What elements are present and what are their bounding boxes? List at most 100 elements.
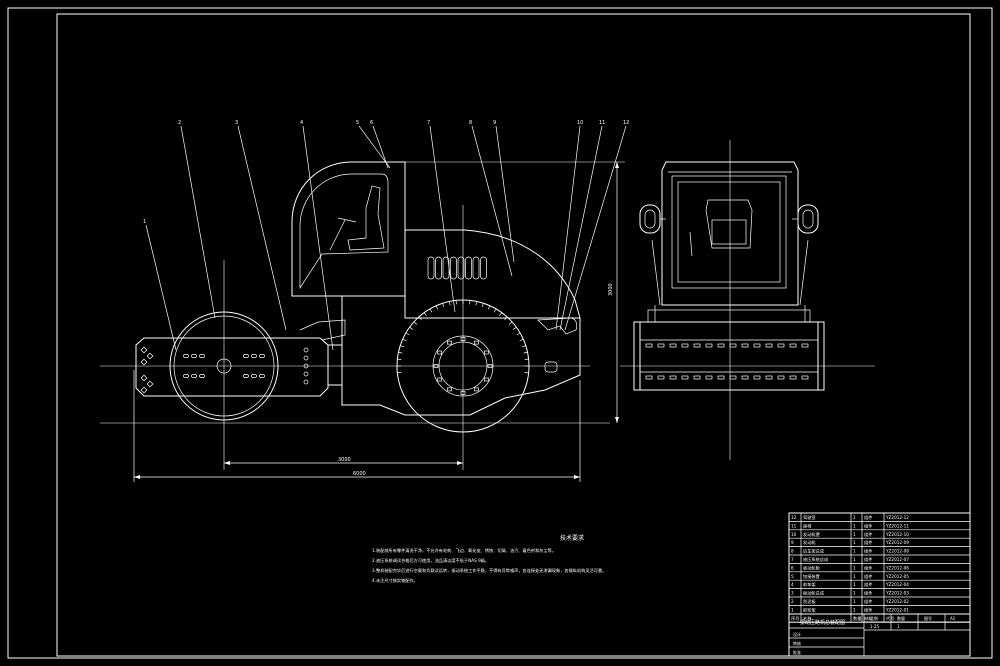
bom-cell: 前车架 <box>803 581 816 588</box>
tread-lug <box>400 345 405 348</box>
tread-lug <box>398 351 403 354</box>
front-frame-beam <box>299 319 346 341</box>
drum-pad <box>705 375 713 380</box>
tread-lug <box>512 326 517 330</box>
bom-cell: 组件 <box>864 539 872 546</box>
wheelbase-dim-text: 3000 <box>338 457 351 463</box>
bom-cell: 组件 <box>864 556 872 563</box>
bom-cell: 1 <box>853 515 856 520</box>
callout-number: 7 <box>427 120 430 126</box>
front-windshield <box>671 175 787 289</box>
leader-line <box>145 224 177 351</box>
rear-light <box>544 361 558 373</box>
seat <box>347 185 385 251</box>
bom-cell: 液压系统总成 <box>803 556 828 563</box>
bom-cell: 组件 <box>864 606 872 613</box>
tread-lug <box>481 303 484 308</box>
drum-pad <box>681 375 689 380</box>
bom-cell: YZ2012-10 <box>885 532 909 537</box>
tread-lug <box>405 332 410 336</box>
right-mirror-glass <box>802 209 814 229</box>
title-block-frame <box>788 613 971 657</box>
bom-cell: 1 <box>853 523 856 528</box>
note-4: 4.未注尺寸按实物配作。 <box>372 577 418 584</box>
dim-arrow <box>224 461 230 465</box>
bom-header-cell: 序号 <box>791 615 799 622</box>
callout-number: 3 <box>235 120 238 126</box>
tread-lug <box>487 305 491 310</box>
bom-cell: 组件 <box>864 598 872 605</box>
drum-pad <box>741 375 749 380</box>
front-drum-frame <box>647 309 811 323</box>
bom-cell: 后车架总成 <box>803 548 824 555</box>
bom-cell: 1 <box>853 532 856 537</box>
cab-window <box>299 173 389 290</box>
bom-cell: YZ2012-04 <box>885 582 909 587</box>
tread-lug <box>475 301 478 306</box>
left-mirror <box>639 204 666 234</box>
bolt-hole <box>191 374 197 378</box>
cab-shell <box>291 161 406 297</box>
approve-label: 批准 <box>793 649 801 655</box>
front-lever <box>689 231 693 257</box>
leader-line <box>302 125 334 351</box>
bolt-hole <box>303 347 309 353</box>
drum-pad <box>717 375 725 380</box>
right-mirror <box>792 204 819 234</box>
tread-lug <box>521 345 526 348</box>
drum-pad <box>741 343 749 348</box>
left-mirror-glass <box>644 209 656 229</box>
bolt-holes <box>140 346 309 394</box>
drum-pad <box>645 375 653 380</box>
callout-number: 4 <box>300 120 303 126</box>
louver-slot <box>472 256 480 280</box>
front-cab-frame <box>661 161 799 306</box>
tread-lug <box>493 308 497 313</box>
drum-pad <box>669 375 677 380</box>
tread-lug <box>435 305 439 310</box>
bom-header-cell: 数量 <box>853 615 861 622</box>
bom-cell: 驱动轮胎 <box>803 564 821 571</box>
callout-number: 10 <box>577 120 583 126</box>
bom-cell: 发动机 <box>803 539 816 546</box>
bolt-hole <box>183 354 189 358</box>
rim-bolt <box>460 337 466 341</box>
bom-cell: YZ2012-06 <box>885 565 909 570</box>
bom-cell: 组件 <box>864 581 872 588</box>
bom-cell: 7 <box>791 557 794 562</box>
bom-cell: 4 <box>791 582 794 587</box>
bolt-hole <box>259 374 265 378</box>
leader-line <box>429 125 456 313</box>
drum-pad <box>801 375 809 380</box>
bolt-hole <box>303 363 309 369</box>
leader-line <box>559 125 603 331</box>
bolt-hole <box>140 386 148 394</box>
side-view: 3000 6000 3000 <box>100 120 629 482</box>
bom-cell: YZ2012-02 <box>885 599 909 604</box>
bolt-hole <box>243 374 249 378</box>
drum-pad <box>645 343 653 348</box>
rim-bolt <box>433 364 439 368</box>
bolt-hole <box>243 354 249 358</box>
dim-arrow <box>457 461 463 465</box>
bom-cell: 1 <box>853 607 856 612</box>
front-drum-inner <box>173 315 275 417</box>
tread-lug <box>499 312 503 317</box>
sheet-label: 图号 <box>924 615 932 621</box>
rim-bolt <box>447 387 452 392</box>
front-seat <box>705 199 753 249</box>
rim-bolt <box>487 364 493 368</box>
bolt-hole <box>199 354 205 358</box>
callout-number: 9 <box>493 120 496 126</box>
right-drum-end <box>817 321 825 391</box>
left-drum-end <box>633 321 641 391</box>
drum-pad <box>777 375 785 380</box>
front-pillars <box>651 239 809 306</box>
note-1: 1.装配前所有零件清洗干净，不允许有毛刺、飞边、氧化皮、锈蚀、切屑、油污、着色剂… <box>372 547 556 554</box>
note-2: 2.液压系统调试合格后方可使用，油品清洁度不低于NAS 9级。 <box>372 557 489 564</box>
bolt-hole <box>303 379 309 385</box>
bolt-hole <box>183 374 189 378</box>
bom-cell: 组件 <box>864 548 872 555</box>
tread-lug <box>409 326 414 330</box>
